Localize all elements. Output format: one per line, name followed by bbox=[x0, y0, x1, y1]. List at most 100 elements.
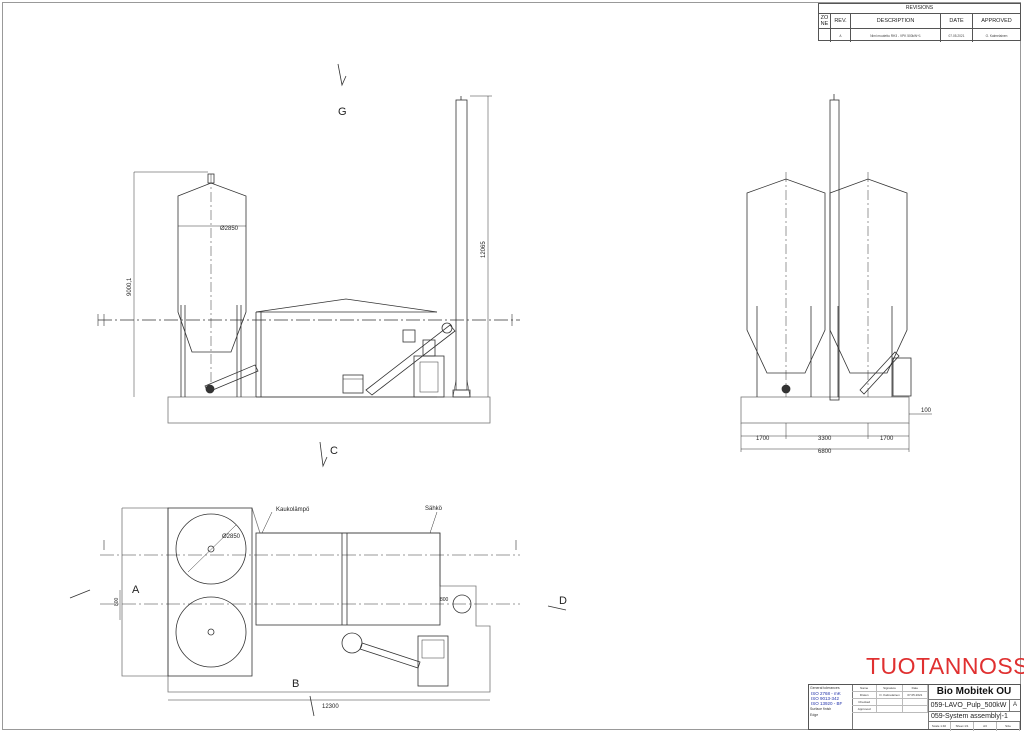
bottom-cell: Size bbox=[997, 722, 1020, 731]
dim-side-1700-right: 1700 bbox=[880, 436, 894, 442]
drawing-number: 059-LAVO_Pulp_500kW bbox=[930, 702, 1007, 709]
revisions-table: REVISIONS ZO NE REV. DESCRIPTION DATE AP… bbox=[818, 3, 1021, 42]
standard-2: ISO 9013-342 bbox=[811, 696, 840, 701]
company-name: Bio Mobitek OU bbox=[928, 685, 1020, 700]
side-conveyor bbox=[859, 351, 900, 395]
view-arrow-g bbox=[337, 63, 347, 87]
standard-1: ISO 2768 - mK bbox=[811, 691, 841, 696]
side-view: 1700 3300 1700 6800 100 bbox=[740, 94, 932, 455]
rev-letter: A bbox=[831, 29, 851, 42]
dim-plan-800: 800 bbox=[440, 597, 449, 603]
fuel-hopper bbox=[402, 329, 416, 343]
conveyor-head bbox=[441, 322, 453, 334]
standards-title: General tolerances bbox=[810, 686, 840, 690]
dim-side-3300: 3300 bbox=[818, 436, 832, 442]
callout-district-heat: Kaukolämpö bbox=[276, 507, 310, 513]
plan-conveyor bbox=[359, 642, 421, 669]
dim-plan-left: 800 bbox=[114, 597, 120, 606]
drawing-title: 059-System assembly|-1 bbox=[928, 712, 1020, 722]
plan-silo-2-center bbox=[207, 628, 215, 636]
boiler-feeder bbox=[422, 339, 436, 357]
silo-body bbox=[177, 182, 247, 353]
view-label-c: C bbox=[330, 445, 338, 457]
silo-vent bbox=[207, 173, 215, 184]
boiler-door bbox=[419, 361, 439, 393]
plan-silo-1-center bbox=[207, 545, 215, 553]
incline-conveyor bbox=[365, 324, 456, 396]
side-chimney bbox=[829, 99, 840, 401]
left-line-1: Surface finish bbox=[810, 707, 832, 711]
sig-cell bbox=[902, 699, 928, 706]
plan-silo-1 bbox=[175, 513, 247, 585]
dim-side-total: 6800 bbox=[818, 449, 832, 455]
title-block-signatures: Name Signature Date Drawn O. Kalmelainen… bbox=[852, 685, 929, 729]
callout-electricity-leader bbox=[429, 511, 438, 534]
side-boiler bbox=[892, 357, 912, 397]
dim-side-100: 100 bbox=[921, 408, 932, 414]
dim-chimney-height: 12065 bbox=[481, 241, 487, 258]
dim-silo-height: 9000,1 bbox=[127, 277, 133, 296]
revision-row: A Nimi muutettu RH3 - VPK 500kW+1 07.05.… bbox=[819, 29, 1020, 42]
side-motor bbox=[781, 384, 791, 394]
front-silo: Ø2850 bbox=[177, 173, 259, 397]
view-label-g: G bbox=[338, 106, 347, 118]
plan-slab-outline bbox=[122, 507, 491, 693]
plan-dia-line bbox=[187, 524, 237, 573]
plan-slab-left bbox=[121, 508, 168, 677]
sig-cell bbox=[902, 706, 928, 713]
view-label-d: D bbox=[559, 595, 567, 607]
sig-cell bbox=[877, 699, 903, 706]
title-block-main: Bio Mobitek OU 059-LAVO_Pulp_500kW A 059… bbox=[928, 685, 1020, 731]
plan-centerline-1-marks bbox=[103, 540, 517, 550]
side-silo-left bbox=[746, 178, 826, 374]
rev-approved: O. Kalmelainen bbox=[985, 33, 1008, 38]
plan-silo-frame bbox=[167, 507, 253, 677]
front-building bbox=[255, 298, 438, 398]
drawing-revision: A bbox=[1009, 700, 1020, 711]
chimney-base bbox=[452, 389, 471, 398]
sig-cell: Checked bbox=[852, 699, 878, 706]
title-block: General tolerances ISO 2768 - mK ISO 901… bbox=[808, 684, 1021, 731]
plan-building bbox=[255, 532, 441, 626]
left-line-2: Edge bbox=[810, 713, 819, 717]
drawing-number-row: 059-LAVO_Pulp_500kW A bbox=[928, 700, 1020, 712]
view-arrow-d bbox=[547, 605, 567, 611]
rev-header-zone: ZO NE bbox=[819, 14, 831, 28]
bottom-cell: Scale 1:40 bbox=[928, 722, 951, 731]
rev-header-rev: REV. bbox=[831, 14, 851, 28]
sig-cell bbox=[877, 706, 903, 713]
sig-cell: Name bbox=[852, 685, 878, 692]
revisions-title: REVISIONS bbox=[819, 4, 1020, 14]
title-block-bottom: Scale 1:40 Sheet 1/1 A3 Size bbox=[928, 722, 1020, 731]
ash-cart bbox=[342, 374, 364, 394]
sig-cell: Date bbox=[902, 685, 928, 692]
sig-cell: Signature bbox=[877, 685, 903, 692]
dim-side-1700-left: 1700 bbox=[756, 436, 770, 442]
front-foundation bbox=[167, 396, 491, 424]
plan-silo-2 bbox=[175, 596, 247, 668]
side-foundation bbox=[740, 396, 910, 424]
silo-motor bbox=[205, 384, 215, 394]
revisions-header: ZO NE REV. DESCRIPTION DATE APPROVED bbox=[819, 14, 1020, 29]
sig-cell: Drawn bbox=[852, 692, 878, 699]
front-centerline-mark-left bbox=[97, 314, 105, 326]
sig-cell: O. Kalmelainen bbox=[877, 692, 903, 699]
side-silo-right bbox=[829, 178, 908, 374]
rev-header-approved: APPROVED bbox=[981, 18, 1012, 24]
plan-ash-cart bbox=[341, 632, 363, 654]
dim-plan-diameter: Ø2850 bbox=[222, 534, 241, 540]
callout-electricity: Sähkö bbox=[425, 506, 443, 512]
standard-3: ISO 13920 - BF bbox=[811, 701, 843, 706]
callout-district-heat-leader bbox=[261, 511, 273, 534]
plan-boiler bbox=[417, 635, 449, 687]
rev-header-date: DATE bbox=[941, 14, 973, 28]
view-arrow-a bbox=[69, 589, 91, 599]
front-view: G Ø2850 90 bbox=[97, 63, 520, 424]
bottom-cell: A3 bbox=[974, 722, 997, 731]
sig-cell: 07.05.2021 bbox=[902, 692, 928, 699]
plan-boiler-top bbox=[421, 639, 445, 659]
dim-plan-length: 12300 bbox=[322, 704, 339, 710]
sig-cell: Approved bbox=[852, 706, 878, 713]
